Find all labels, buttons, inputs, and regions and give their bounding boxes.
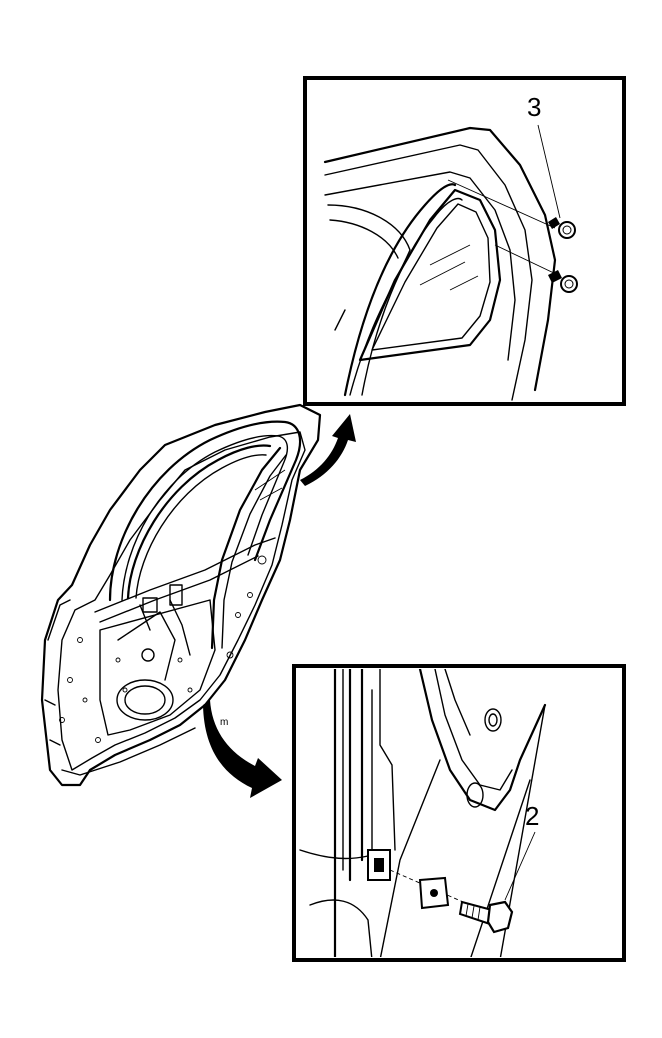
screw-upper-icon bbox=[548, 217, 576, 239]
top-leader-lines bbox=[447, 124, 561, 276]
top-door-edge bbox=[323, 126, 557, 392]
channel-clip-icon bbox=[367, 849, 391, 881]
door-inner-outline bbox=[57, 431, 306, 771]
top-glass-channel bbox=[343, 183, 457, 397]
belt-line bbox=[94, 537, 276, 613]
speaker-opening bbox=[116, 679, 174, 721]
glass-hatch bbox=[254, 469, 286, 501]
top-window-frame bbox=[358, 188, 502, 362]
door-bottom-edge bbox=[61, 727, 196, 776]
speaker-opening-inner bbox=[124, 685, 166, 715]
bolt-icon bbox=[458, 900, 514, 934]
door-assembly bbox=[40, 403, 322, 787]
regulator-bracket-2 bbox=[169, 584, 183, 606]
vertical-channel bbox=[333, 669, 364, 957]
arrow-to-bottom-detail bbox=[203, 700, 282, 798]
top-detail-frame bbox=[303, 76, 626, 406]
bottom-panel-edge bbox=[418, 669, 547, 812]
callout-3: 3 bbox=[527, 92, 541, 122]
callout-2: 2 bbox=[525, 801, 539, 831]
belt-line-lower bbox=[99, 555, 259, 623]
hinge-area bbox=[44, 599, 71, 746]
glass-run-channel bbox=[126, 444, 272, 600]
window-regulator bbox=[117, 599, 191, 681]
bottom-detail-panel: 2 bbox=[292, 664, 626, 962]
panel-holes bbox=[59, 555, 267, 743]
small-mark: m bbox=[220, 717, 228, 728]
bottom-hole-2 bbox=[466, 782, 484, 808]
window-frame-inner bbox=[121, 434, 289, 601]
inner-panel bbox=[99, 599, 216, 736]
glass-run-channel-inner bbox=[135, 454, 267, 599]
bottom-hole-1 bbox=[484, 708, 502, 732]
door-outer-outline bbox=[40, 403, 322, 787]
regulator-bracket bbox=[142, 597, 158, 613]
screw-lower-icon bbox=[548, 270, 578, 293]
rear-channel-inner bbox=[221, 454, 287, 649]
window-frame-outer bbox=[108, 420, 302, 602]
top-detail-panel: 3 bbox=[303, 76, 626, 406]
regulator-pivot bbox=[141, 648, 155, 662]
rear-channel bbox=[210, 446, 282, 650]
arrow-to-top-detail bbox=[300, 414, 356, 486]
glass-reflection bbox=[419, 244, 479, 291]
